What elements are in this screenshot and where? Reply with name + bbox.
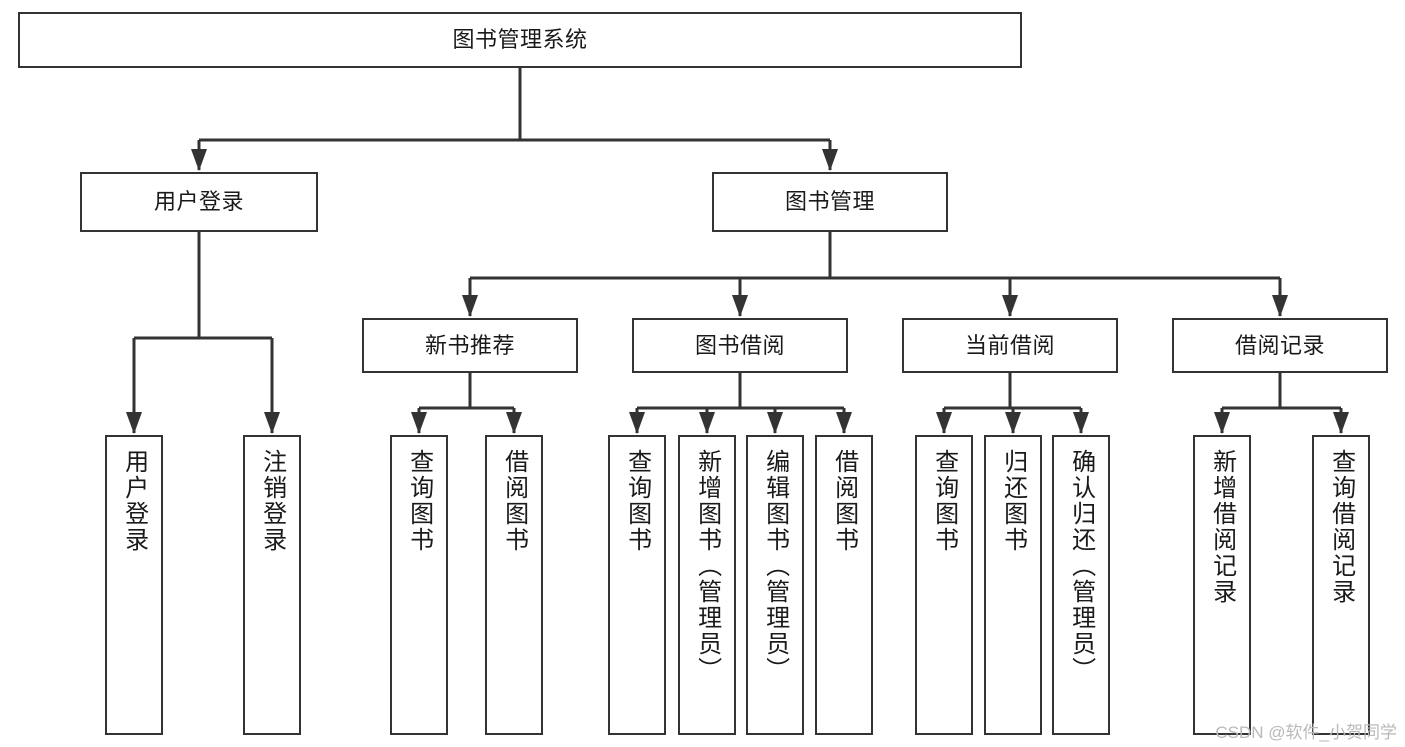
node-label-borrow-record: 借阅记录: [1234, 332, 1325, 358]
node-label-leaf-confirm: 确认归还（管理员）: [1067, 449, 1095, 683]
node-label-current-borrow: 当前借阅: [964, 332, 1055, 358]
arrowhead-book-borrow-to-leaf-add-book: [699, 412, 715, 434]
arrowhead-borrow-record-to-leaf-qry-record: [1333, 412, 1349, 434]
arrowhead-book-manage-to-book-borrow: [732, 295, 748, 317]
node-label-new-book-rec: 新书推荐: [424, 332, 515, 358]
arrowhead-borrow-record-to-leaf-add-record: [1214, 412, 1230, 434]
node-leaf-query-1[interactable]: 查询图书: [390, 435, 448, 735]
node-label-leaf-borrow-1: 借阅图书: [500, 449, 528, 553]
node-label-leaf-query-1: 查询图书: [405, 449, 433, 553]
node-new-book-rec[interactable]: 新书推荐: [362, 318, 578, 373]
node-label-leaf-borrow-2: 借阅图书: [830, 449, 858, 553]
node-book-borrow[interactable]: 图书借阅: [632, 318, 848, 373]
node-label-leaf-add-record: 新增借阅记录: [1208, 449, 1236, 605]
arrowhead-user-login-to-leaf-user-login: [126, 412, 142, 434]
arrowhead-root-to-user-login: [191, 149, 207, 171]
node-borrow-record[interactable]: 借阅记录: [1172, 318, 1388, 373]
node-label-book-borrow: 图书借阅: [694, 332, 785, 358]
node-leaf-confirm[interactable]: 确认归还（管理员）: [1052, 435, 1110, 735]
node-label-user-login: 用户登录: [153, 189, 244, 215]
arrowhead-book-borrow-to-leaf-borrow-2: [836, 412, 852, 434]
node-label-leaf-user-login: 用户登录: [120, 449, 148, 553]
node-leaf-user-login[interactable]: 用户登录: [105, 435, 163, 735]
arrowhead-user-login-to-leaf-logout: [264, 412, 280, 434]
node-label-leaf-query-3: 查询图书: [930, 449, 958, 553]
node-leaf-borrow-1[interactable]: 借阅图书: [485, 435, 543, 735]
arrowhead-current-borrow-to-leaf-query-3: [936, 412, 952, 434]
node-leaf-qry-record[interactable]: 查询借阅记录: [1312, 435, 1370, 735]
arrowhead-book-borrow-to-leaf-edit-book: [767, 412, 783, 434]
node-leaf-edit-book[interactable]: 编辑图书（管理员）: [746, 435, 804, 735]
arrowhead-new-book-rec-to-leaf-borrow-1: [506, 412, 522, 434]
node-label-leaf-return: 归还图书: [999, 449, 1027, 553]
node-root[interactable]: 图书管理系统: [18, 12, 1022, 68]
node-label-leaf-qry-record: 查询借阅记录: [1327, 449, 1355, 605]
node-book-manage[interactable]: 图书管理: [712, 172, 948, 232]
arrowhead-book-manage-to-borrow-record: [1272, 295, 1288, 317]
node-label-leaf-edit-book: 编辑图书（管理员）: [761, 449, 789, 683]
node-leaf-query-3[interactable]: 查询图书: [915, 435, 973, 735]
arrowhead-book-manage-to-new-book-rec: [462, 295, 478, 317]
node-leaf-borrow-2[interactable]: 借阅图书: [815, 435, 873, 735]
node-label-root: 图书管理系统: [452, 27, 588, 53]
arrowhead-root-to-book-manage: [822, 149, 838, 171]
node-label-leaf-logout: 注销登录: [258, 449, 286, 553]
arrowhead-book-borrow-to-leaf-query-2: [629, 412, 645, 434]
node-leaf-return[interactable]: 归还图书: [984, 435, 1042, 735]
node-leaf-query-2[interactable]: 查询图书: [608, 435, 666, 735]
arrowhead-current-borrow-to-leaf-return: [1005, 412, 1021, 434]
arrowhead-new-book-rec-to-leaf-query-1: [411, 412, 427, 434]
node-user-login[interactable]: 用户登录: [80, 172, 318, 232]
arrowhead-book-manage-to-current-borrow: [1002, 295, 1018, 317]
node-leaf-logout[interactable]: 注销登录: [243, 435, 301, 735]
node-label-leaf-query-2: 查询图书: [623, 449, 651, 553]
node-label-book-manage: 图书管理: [784, 189, 875, 215]
node-leaf-add-book[interactable]: 新增图书（管理员）: [678, 435, 736, 735]
node-leaf-add-record[interactable]: 新增借阅记录: [1193, 435, 1251, 735]
node-label-leaf-add-book: 新增图书（管理员）: [693, 449, 721, 683]
node-current-borrow[interactable]: 当前借阅: [902, 318, 1118, 373]
arrowhead-current-borrow-to-leaf-confirm: [1073, 412, 1089, 434]
